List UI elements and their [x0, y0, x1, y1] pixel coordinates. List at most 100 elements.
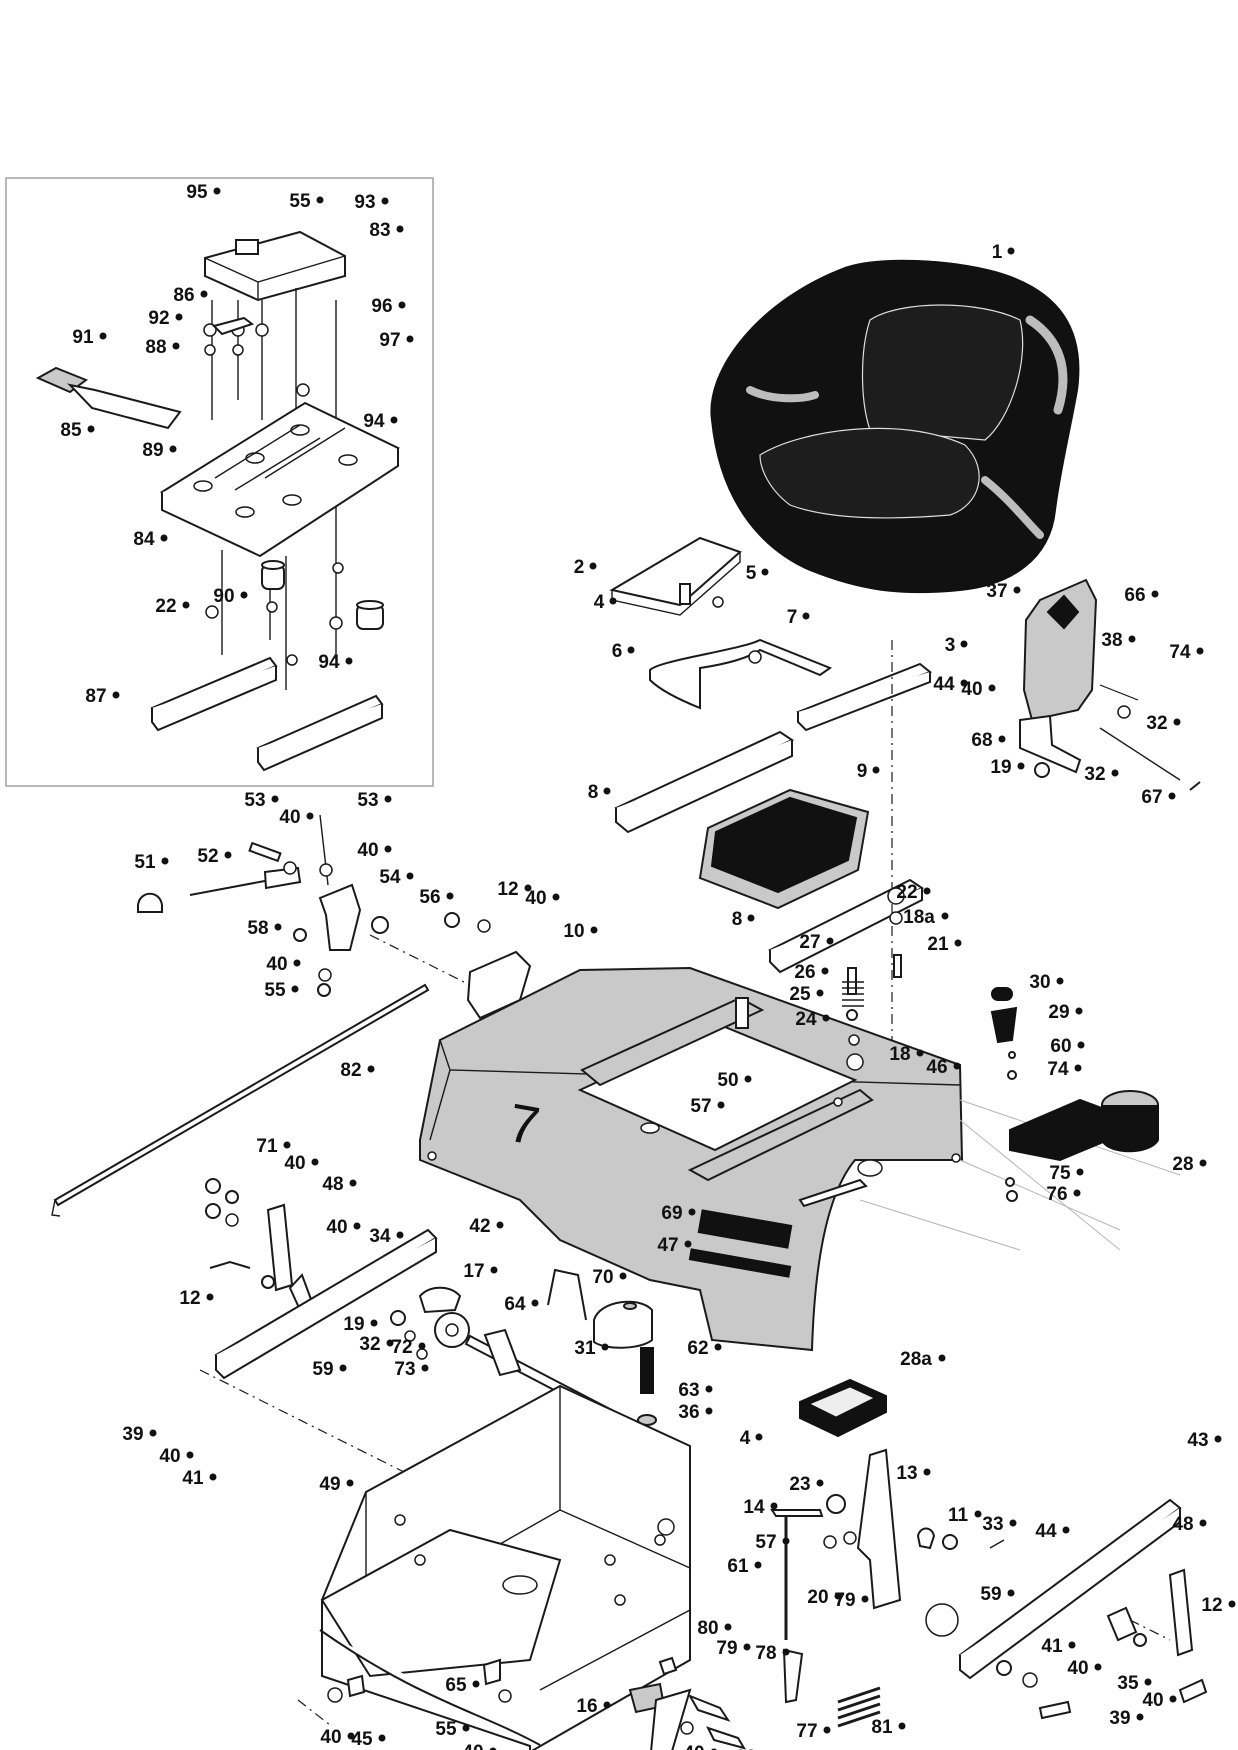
- spring: [712, 596, 724, 608]
- callout-dot: [87, 425, 95, 433]
- callout-dot: [717, 1101, 725, 1109]
- part-callout-40: 40: [683, 1743, 704, 1750]
- part-callout-41: 41: [182, 1468, 204, 1489]
- callout-dot: [821, 967, 829, 975]
- part-callout-9: 9: [857, 761, 868, 782]
- part-callout-36: 36: [678, 1402, 699, 1423]
- left-link-parts: [205, 1178, 314, 1312]
- part-callout-57: 57: [755, 1532, 776, 1553]
- callout-dot: [1128, 635, 1136, 643]
- callout-dot: [200, 290, 208, 298]
- frame-edge: [161, 448, 399, 558]
- part-callout-79: 79: [834, 1590, 855, 1611]
- part-callout-80: 80: [697, 1618, 718, 1639]
- callout-dot: [898, 1722, 906, 1730]
- callout-dot: [923, 887, 931, 895]
- part-callout-96: 96: [371, 296, 392, 317]
- part-callout-43: 43: [1187, 1430, 1208, 1451]
- adjust-lever: [67, 383, 182, 430]
- part-callout-12: 12: [179, 1288, 200, 1309]
- part-callout-67: 67: [1141, 787, 1162, 808]
- callout-dot: [112, 691, 120, 699]
- part-callout-13: 13: [896, 1463, 917, 1484]
- plate-block: [235, 239, 259, 255]
- fuel-line: [640, 1347, 654, 1394]
- washer: [1117, 705, 1131, 719]
- part-callout-53: 53: [244, 790, 265, 811]
- part-callout-78: 78: [755, 1643, 776, 1664]
- callout-dot: [172, 342, 180, 350]
- callout-dot: [619, 1272, 627, 1280]
- callout-dot: [345, 657, 353, 665]
- callout-dot: [1169, 1695, 1177, 1703]
- callout-dot: [1168, 792, 1176, 800]
- callout-dot: [1074, 1064, 1082, 1072]
- knob-cap: [991, 987, 1013, 1001]
- part-callout-44: 44: [1035, 1521, 1057, 1542]
- pivot-bracket: [318, 883, 362, 951]
- part-callout-77: 77: [796, 1721, 817, 1742]
- callout-dot: [684, 1240, 692, 1248]
- callout-dot: [1196, 647, 1204, 655]
- callout-dot: [396, 225, 404, 233]
- part-callout-2: 2: [574, 557, 585, 578]
- callout-dot: [1013, 586, 1021, 594]
- callout-dot: [1199, 1519, 1207, 1527]
- part-callout-48: 48: [322, 1174, 343, 1195]
- callout-dot: [834, 1592, 842, 1600]
- part-callout-23: 23: [789, 1474, 810, 1495]
- part-callout-40: 40: [279, 807, 300, 828]
- part-callout-40: 40: [320, 1727, 341, 1748]
- callout-dot: [998, 735, 1006, 743]
- brand-logo-icon: [1046, 594, 1080, 630]
- part-callout-89: 89: [142, 440, 163, 461]
- cam-plate: [782, 1648, 804, 1704]
- part-callout-17: 17: [463, 1261, 484, 1282]
- info-decal: [688, 1248, 792, 1278]
- callout-dot: [816, 1479, 824, 1487]
- part-callout-47: 47: [657, 1235, 678, 1256]
- part-callout-21: 21: [927, 934, 949, 955]
- callout-dot: [381, 197, 389, 205]
- callout-dot: [1151, 590, 1159, 598]
- callout-dot: [283, 1141, 291, 1149]
- rod-clip: [748, 650, 762, 664]
- callout-dot: [161, 857, 169, 865]
- callout-dot: [954, 939, 962, 947]
- part-callout-44: 44: [933, 674, 955, 695]
- part-callout-74: 74: [1047, 1059, 1069, 1080]
- callout-dot: [988, 684, 996, 692]
- part-callout-88: 88: [145, 337, 166, 358]
- callout-dot: [744, 1075, 752, 1083]
- part-callout-40: 40: [357, 840, 378, 861]
- part-callout-19: 19: [990, 757, 1011, 778]
- callout-dot: [974, 1510, 982, 1518]
- part-callout-1: 1: [992, 242, 1003, 263]
- callout-dot: [213, 187, 221, 195]
- part-callout-11: 11: [948, 1505, 969, 1526]
- callout-dot: [1075, 1007, 1083, 1015]
- callout-dot: [770, 1502, 778, 1510]
- part-callout-38: 38: [1101, 630, 1122, 651]
- callout-dot: [346, 1479, 354, 1487]
- part-callout-69: 69: [661, 1203, 682, 1224]
- callout-dot: [349, 1179, 357, 1187]
- callout-dot: [1228, 1600, 1236, 1608]
- callout-dot: [206, 1293, 214, 1301]
- part-callout-93: 93: [354, 192, 375, 213]
- part-callout-19: 19: [343, 1314, 364, 1335]
- part-callout-8: 8: [588, 782, 599, 803]
- part-callout-51: 51: [134, 852, 156, 873]
- callout-dot: [601, 1343, 609, 1351]
- part-callout-24: 24: [795, 1009, 817, 1030]
- part-callout-86: 86: [173, 285, 194, 306]
- callout-dot: [872, 766, 880, 774]
- part-callout-15: 15: [601, 1748, 623, 1750]
- brake-pedal-arm: [856, 1448, 902, 1610]
- callout-dot: [823, 1726, 831, 1734]
- part-callout-73: 73: [394, 1359, 415, 1380]
- part-callout-27: 27: [799, 932, 820, 953]
- cup-holder-assembly: [990, 987, 1159, 1202]
- callout-dot: [489, 1747, 497, 1750]
- part-callout-92: 92: [148, 308, 169, 329]
